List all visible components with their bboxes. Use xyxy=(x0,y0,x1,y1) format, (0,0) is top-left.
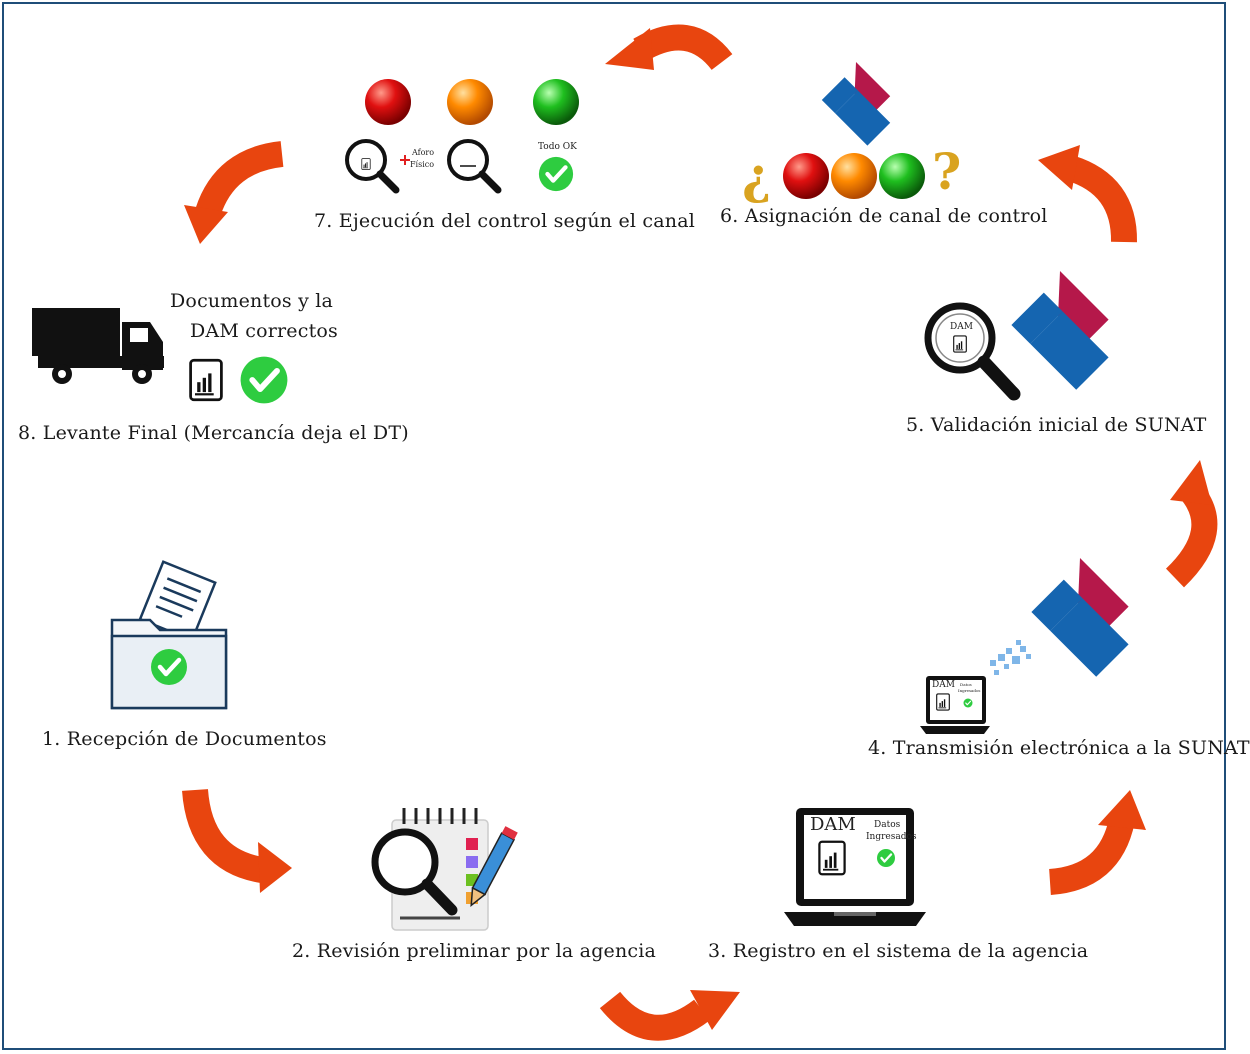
folder-check-icon xyxy=(110,560,228,710)
step-1-label: 1. Recepción de Documentos xyxy=(42,728,327,750)
diagram-border xyxy=(2,2,1226,1050)
check-icon xyxy=(241,357,288,404)
document-icon xyxy=(189,358,223,402)
curved-arrow-icon xyxy=(1038,145,1138,243)
check-icon xyxy=(539,157,573,191)
traffic-light-icon xyxy=(365,79,579,125)
step-3-label: 3. Registro en el sistema de la agencia xyxy=(708,940,1089,962)
step-5-label: 5. Validación inicial de SUNAT xyxy=(906,414,1207,436)
magnifier-dam-icon xyxy=(447,139,502,194)
step-2-label: 2. Revisión preliminar por la agencia xyxy=(292,940,657,962)
step-4-label: 4. Transmisión electrónica a la SUNAT xyxy=(868,737,1250,759)
curved-arrow-icon xyxy=(599,990,740,1041)
magnifier-dam-text: DAM xyxy=(950,322,973,332)
step-8-note-line1: Documentos y la xyxy=(170,290,334,312)
sunat-logo-icon xyxy=(1011,271,1109,390)
laptop-dam-text: DAM xyxy=(810,814,856,835)
small-laptop-datos-text: Datos xyxy=(960,682,972,687)
step-8-note-line2: DAM correctos xyxy=(190,320,339,342)
checklist-magnifier-icon xyxy=(371,808,518,931)
fisico-text: Físico xyxy=(410,160,435,169)
small-laptop-ingresados-text: Ingresados xyxy=(958,688,981,693)
magnifier-dam-icon xyxy=(345,139,400,194)
truck-icon xyxy=(32,308,164,384)
magnifier-dam-icon xyxy=(924,302,1021,401)
step-8-label: 8. Levante Final (Mercancía deja el DT) xyxy=(18,422,409,444)
question-close-mark: ? xyxy=(932,142,962,201)
curved-arrow-icon xyxy=(1048,790,1146,895)
data-particles xyxy=(990,640,1031,675)
traffic-light-icon xyxy=(783,153,925,199)
curved-arrow-icon xyxy=(182,788,292,893)
curved-arrow-icon xyxy=(1165,460,1218,588)
laptop-dam-icon xyxy=(784,808,926,926)
laptop-dam-icon xyxy=(920,676,990,734)
step-7-label: 7. Ejecución del control según el canal xyxy=(314,210,696,232)
curved-arrow-icon xyxy=(184,141,284,244)
step-6-label: 6. Asignación de canal de control xyxy=(720,205,1048,227)
laptop-datos-text: Datos xyxy=(874,820,901,830)
sunat-logo-icon xyxy=(821,62,891,146)
sunat-logo-icon xyxy=(1031,558,1129,677)
question-open-mark: ¿ xyxy=(742,146,772,205)
laptop-ingresados-text: Ingresados xyxy=(866,832,917,842)
small-laptop-dam-text: DAM xyxy=(932,680,955,690)
curved-arrow-icon xyxy=(605,24,733,71)
aforo-text: Aforo xyxy=(412,148,435,157)
todo-ok-text: Todo OK xyxy=(538,142,577,152)
plus-icon xyxy=(400,155,410,165)
